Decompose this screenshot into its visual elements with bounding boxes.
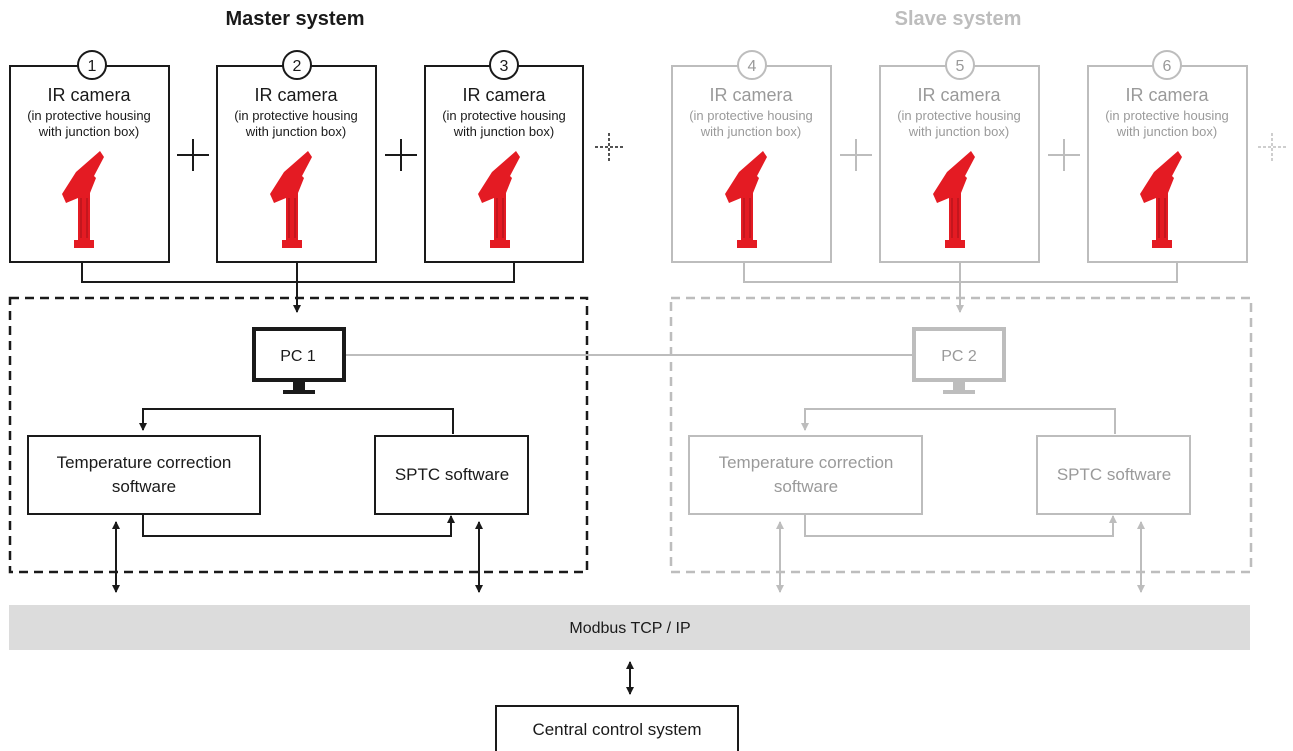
- temp-software-line2: software: [774, 477, 838, 496]
- temp-software-line1: Temperature correction: [719, 453, 894, 472]
- master-pc-boundary: [8, 296, 589, 574]
- master-software-loop: [139, 408, 455, 537]
- camera-subtitle-line2: with junction box): [700, 124, 801, 139]
- camera-subtitle-line1: (in protective housing: [1105, 108, 1229, 123]
- camera-subtitle-line1: (in protective housing: [27, 108, 151, 123]
- camera-number: 5: [956, 58, 965, 75]
- pc-label: PC 2: [941, 348, 977, 365]
- slave-software-loop: [801, 408, 1117, 537]
- plus-icon: [177, 139, 209, 171]
- camera-number: 6: [1163, 58, 1172, 75]
- camera-subtitle-line2: with junction box): [245, 124, 346, 139]
- camera-subtitle-line1: (in protective housing: [897, 108, 1021, 123]
- master-camera-3: 3 IR camera (in protective housing with …: [424, 50, 584, 263]
- master-sptc-software: SPTC software: [374, 435, 529, 515]
- camera-title: IR camera: [47, 85, 131, 105]
- plus-icon: [840, 139, 872, 171]
- slave-sptc-software: SPTC software: [1036, 435, 1191, 515]
- camera-subtitle-line2: with junction box): [38, 124, 139, 139]
- central-control-label: Central control system: [532, 720, 701, 739]
- master-camera-connections: [81, 262, 515, 313]
- camera-subtitle-line2: with junction box): [908, 124, 1009, 139]
- temp-software-line1: Temperature correction: [57, 453, 232, 472]
- temp-software-line2: software: [112, 477, 176, 496]
- slave-camera-6: 6 IR camera (in protective housing with …: [1087, 50, 1248, 263]
- camera-subtitle-line1: (in protective housing: [442, 108, 566, 123]
- master-camera-2: 2 IR camera (in protective housing with …: [216, 50, 377, 263]
- camera-number: 3: [500, 58, 509, 75]
- master-camera-1: 1 IR camera (in protective housing with …: [9, 50, 170, 263]
- slave-camera-4: 4 IR camera (in protective housing with …: [671, 50, 832, 263]
- master-temperature-correction-software: Temperature correction software: [27, 435, 261, 515]
- monitor-icon: [912, 327, 1006, 382]
- camera-title: IR camera: [462, 85, 546, 105]
- pc-label: PC 1: [280, 348, 316, 365]
- pc-1: PC 1: [252, 327, 346, 394]
- pc-2: PC 2: [912, 327, 1006, 394]
- camera-title: IR camera: [917, 85, 1001, 105]
- camera-number-badge: [282, 50, 312, 80]
- slave-system-title: Slave system: [895, 8, 1022, 30]
- camera-number: 4: [748, 58, 757, 75]
- master-system: Master system 1 IR camera (in protective…: [8, 8, 623, 593]
- modbus-label: Modbus TCP / IP: [569, 620, 690, 637]
- camera-subtitle-line2: with junction box): [1116, 124, 1217, 139]
- dashed-plus-icon: [1258, 133, 1286, 162]
- camera-number: 2: [293, 58, 302, 75]
- monitor-icon: [252, 327, 346, 382]
- slave-pc-boundary: [669, 296, 1253, 574]
- master-system-title: Master system: [226, 8, 365, 30]
- slave-system: Slave system 4 IR camera (in protective …: [669, 8, 1286, 593]
- modbus-bar: [9, 605, 1250, 650]
- camera-number-badge: [737, 50, 767, 80]
- camera-subtitle-line1: (in protective housing: [689, 108, 813, 123]
- camera-number-badge: [945, 50, 975, 80]
- dashed-plus-icon: [595, 133, 623, 162]
- slave-camera-5: 5 IR camera (in protective housing with …: [879, 50, 1040, 263]
- camera-subtitle-line2: with junction box): [453, 124, 554, 139]
- camera-number-badge: [77, 50, 107, 80]
- camera-number-badge: [1152, 50, 1182, 80]
- camera-number-badge: [489, 50, 519, 80]
- plus-icon: [385, 139, 417, 171]
- modbus-bus: Modbus TCP / IP: [9, 605, 1250, 650]
- camera-subtitle-line1: (in protective housing: [234, 108, 358, 123]
- sptc-software-label: SPTC software: [395, 465, 509, 484]
- camera-title: IR camera: [254, 85, 338, 105]
- slave-camera-connections: [743, 262, 1178, 313]
- sptc-software-label: SPTC software: [1057, 465, 1171, 484]
- camera-title: IR camera: [709, 85, 793, 105]
- central-control-system: Central control system: [495, 705, 739, 751]
- camera-title: IR camera: [1125, 85, 1209, 105]
- slave-temperature-correction-software: Temperature correction software: [688, 435, 923, 515]
- plus-icon: [1048, 139, 1080, 171]
- camera-number: 1: [88, 58, 97, 75]
